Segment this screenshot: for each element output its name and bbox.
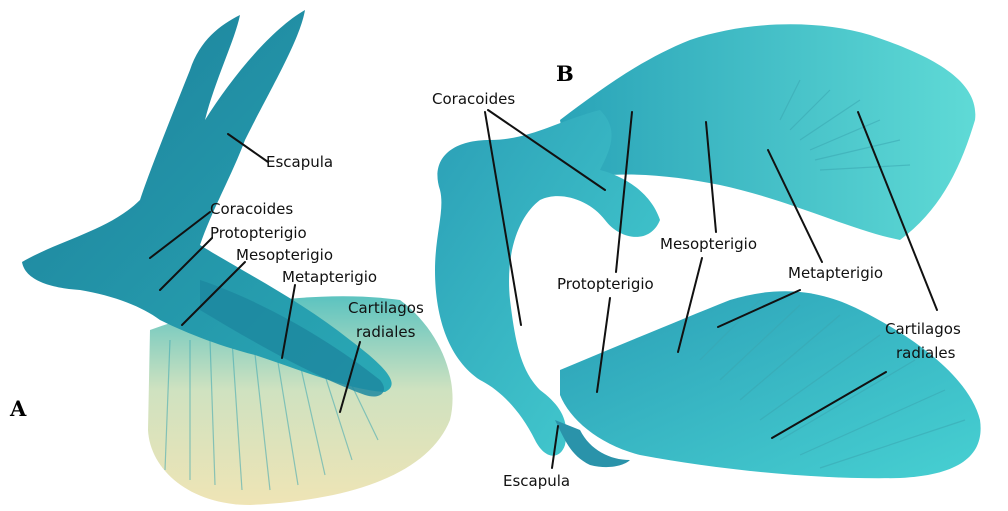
- label-a-coracoides: Coracoides: [210, 200, 293, 218]
- label-b-coracoides: Coracoides: [432, 90, 515, 108]
- label-b-cartilagos-1: Cartilagos: [885, 320, 961, 338]
- label-a-cartilagos-1: Cartilagos: [348, 299, 424, 317]
- label-b-mesopterigio: Mesopterigio: [660, 235, 757, 253]
- label-a-metapterigio: Metapterigio: [282, 268, 377, 286]
- girdle-a: [22, 10, 392, 392]
- label-a-cartilagos-2: radiales: [356, 323, 416, 341]
- label-b-cartilagos-2: radiales: [896, 344, 956, 362]
- panel-label-a: A: [9, 396, 27, 421]
- label-a-protopterigio: Protopterigio: [210, 224, 307, 242]
- label-a-mesopterigio: Mesopterigio: [236, 246, 333, 264]
- panel-label-b: B: [556, 61, 574, 86]
- label-b-escapula: Escapula: [503, 472, 570, 490]
- label-b-protopterigio: Protopterigio: [557, 275, 654, 293]
- label-a-escapula: Escapula: [266, 153, 333, 171]
- label-b-metapterigio: Metapterigio: [788, 264, 883, 282]
